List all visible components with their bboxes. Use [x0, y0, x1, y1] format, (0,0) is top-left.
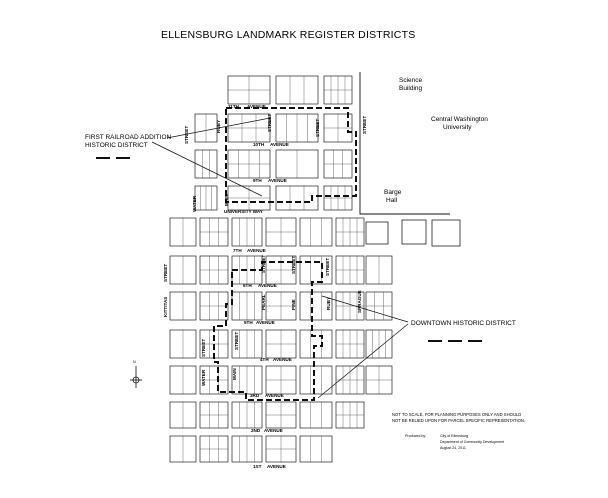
first-railroad-boundary [225, 107, 357, 203]
first-railroad-leader [166, 117, 271, 139]
street-label-6th: 6TH [243, 283, 252, 288]
street-label-avenue: AVENUE [247, 248, 266, 253]
street-label-avenue: AVENUE [256, 320, 275, 325]
producer-org: City of Ellensburg [440, 434, 468, 438]
barge-hall-label: Hall [386, 197, 398, 204]
campus-building [401, 219, 427, 245]
downtown-leader [317, 323, 409, 399]
street-label-street: STREET [163, 264, 168, 282]
street-label-avenue: AVENUE [258, 283, 277, 288]
street-label-pine: PINE [291, 299, 296, 310]
map-title: ELLENSBURG LANDMARK REGISTER DISTRICTS [161, 29, 415, 41]
city-block [275, 185, 319, 211]
street-label-9th: 9TH [253, 178, 262, 183]
street-label-2nd: 2ND [251, 428, 261, 433]
disclaimer-text: NOT BE RELIED UPON FOR PARCEL SPECIFIC R… [392, 418, 525, 423]
street-label-street: STREET [267, 114, 272, 132]
street-label-street: STREET [362, 116, 367, 134]
street-label-avenue: AVENUE [247, 104, 266, 109]
street-label-4th: 4TH [260, 357, 269, 362]
street-label-kittitas: KITTITAS [163, 297, 168, 317]
street-label-11th: 11TH [228, 104, 240, 109]
first-railroad-district-label: FIRST RAILROAD ADDITION [85, 134, 172, 141]
cwu-label: University [443, 124, 472, 131]
street-label-7th: 7TH [233, 248, 242, 253]
street-label-avenue: AVENUE [265, 393, 284, 398]
street-label-university-way: UNIVERSITY WAY [224, 209, 263, 214]
street-label-avenue: AVENUE [267, 464, 286, 469]
street-label-street: STREET [291, 256, 296, 274]
city-block [194, 149, 218, 179]
street-label-avenue: AVENUE [268, 178, 287, 183]
campus-building [365, 221, 389, 245]
street-label-10th: 10TH [253, 142, 265, 147]
street-label-3rd: 3RD [250, 393, 260, 398]
barge-hall-label: Barge [384, 189, 402, 196]
street-label-avenue: AVENUE [264, 428, 283, 433]
city-block [299, 291, 333, 321]
street-label-ruby: RUBY [326, 297, 331, 310]
producer-dept: Department of Community Development [440, 440, 504, 444]
science-building-label: Science [399, 77, 423, 84]
north-label: N [133, 360, 136, 364]
street-label-main: MAIN [224, 194, 229, 206]
street-label-water: WATER [201, 369, 206, 386]
city-block [275, 75, 319, 105]
downtown-leader [321, 295, 409, 323]
produced-by-label: Produced by: [405, 434, 426, 438]
city-block [299, 217, 333, 247]
city-block [299, 435, 333, 463]
campus-boundary [359, 72, 450, 215]
street-label-sprague: SPRAGUE [357, 290, 362, 313]
street-label-street: STREET [261, 255, 266, 273]
city-block [299, 255, 333, 285]
street-label-street: STREET [315, 119, 320, 137]
street-label-street: STREET [201, 339, 206, 357]
campus-building [431, 219, 461, 247]
street-label-street: STREET [234, 332, 239, 350]
street-label-water: WATER [192, 195, 197, 212]
science-building-label: Building [399, 85, 423, 92]
city-block [299, 401, 333, 429]
street-label-pearl: PEARL [261, 294, 266, 310]
disclaimer-text: NOT TO SCALE. FOR PLANNING PURPOSES ONLY… [392, 412, 521, 417]
production-date: August 24, 2011 [440, 446, 466, 450]
downtown-district-label: DOWNTOWN HISTORIC DISTRICT [411, 320, 516, 327]
first-railroad-leader [151, 141, 263, 197]
first-railroad-district-label: HISTORIC DISTRICT [85, 142, 148, 149]
street-label-avenue: AVENUE [270, 142, 289, 147]
city-block [299, 365, 333, 395]
street-label-1st: 1ST [253, 464, 262, 469]
street-label-avenue: AVENUE [273, 357, 292, 362]
street-label-ruby: RUBY [216, 120, 221, 133]
street-label-5th: 5TH [244, 320, 253, 325]
downtown-boundary [213, 261, 323, 401]
cwu-label: Central Washington [431, 116, 488, 123]
street-label-street: STREET [184, 126, 189, 144]
street-label-main: MAIN [232, 368, 237, 380]
city-block [299, 329, 333, 359]
north-arrow: N [130, 360, 142, 388]
street-label-street: STREET [325, 258, 330, 276]
